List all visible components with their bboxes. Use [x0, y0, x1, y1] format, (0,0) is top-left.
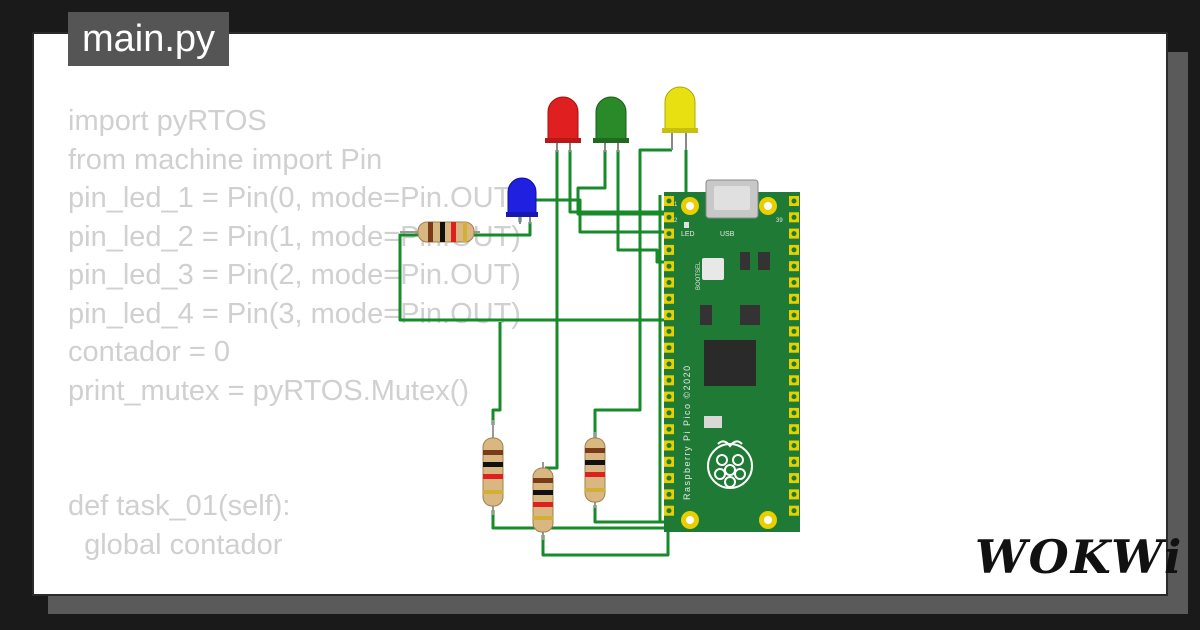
pin-hole [791, 410, 797, 416]
code-line: global contador [68, 528, 283, 561]
code-line: pin_led_1 = Pin(0, mode=Pin.OUT) [68, 182, 521, 214]
pin-hole [791, 443, 797, 448]
silk-usb-label: USB [720, 231, 735, 238]
pin-hole [791, 475, 797, 481]
pin-hole [666, 247, 672, 253]
pin-hole [666, 361, 672, 367]
wire-res1-top [491, 322, 502, 425]
code-line: def task_01(self): [68, 490, 291, 522]
pin-hole [791, 312, 797, 318]
file-tab-main-py[interactable]: main.py [68, 12, 230, 66]
pin-hole [791, 198, 797, 204]
pin-hole [666, 475, 672, 481]
wire-res3-gnd [593, 505, 668, 524]
pin-hole [791, 377, 797, 383]
pin-hole [666, 214, 672, 220]
rp2040-chip [704, 340, 756, 386]
pin-hole [666, 312, 672, 318]
silk-pin-2: 2 [674, 218, 678, 224]
raspberry-pi-pico-board[interactable]: LED USB BOOTSEL Raspberry Pi Pico ©2020 … [664, 179, 800, 532]
pin-hole [666, 491, 672, 497]
pin-hole [666, 394, 672, 400]
pin-hole [791, 280, 797, 285]
bootsel-button[interactable] [702, 258, 724, 280]
pin-hole [666, 410, 672, 416]
pin-hole [791, 231, 797, 237]
silk-bootsel-label: BOOTSEL [696, 261, 702, 290]
resistor-2[interactable] [532, 462, 554, 540]
pin-hole [666, 459, 672, 465]
pin-hole [666, 508, 672, 514]
pin-hole [791, 345, 797, 351]
pin-hole [666, 328, 672, 334]
code-line: import pyRTOS [68, 105, 267, 137]
gpio-pins[interactable] [664, 196, 799, 516]
pin-hole [791, 491, 797, 497]
pin-hole [791, 426, 797, 432]
pin-hole [791, 296, 797, 302]
wire-blue-anode [518, 198, 668, 234]
wires [398, 148, 688, 557]
pin-hole [791, 263, 797, 269]
pin-hole [666, 296, 672, 302]
pin-hole [791, 247, 797, 253]
pin-hole [666, 198, 672, 204]
code-preview: import pyRTOS from machine import Pin pin_… [68, 102, 521, 564]
wire-yellow-anode [668, 150, 688, 200]
resistor-3[interactable] [584, 432, 606, 508]
pin-hole [791, 508, 797, 514]
pin-hole [666, 263, 672, 269]
pin-hole [666, 345, 672, 351]
pin-hole [666, 231, 672, 237]
pin-hole [666, 443, 672, 448]
code-line: pin_led_3 = Pin(2, mode=Pin.OUT) [68, 259, 521, 291]
wire-red-anode [568, 150, 668, 214]
silk-pin-39: 39 [776, 218, 783, 224]
wire-blue-led [398, 222, 668, 322]
pin-hole [666, 377, 672, 383]
wire-res2-gnd [541, 522, 670, 557]
pin-hole [791, 459, 797, 465]
wokwi-logo: WOKWi [975, 530, 1184, 584]
code-line: print_mutex = pyRTOS.Mutex() [68, 374, 470, 407]
led-green[interactable] [593, 96, 629, 152]
pin-hole [791, 214, 797, 220]
code-line: from machine import Pin [68, 143, 383, 176]
resistor-horizontal[interactable] [400, 221, 480, 243]
wire-res1-gnd [491, 510, 668, 530]
pin-hole [666, 426, 672, 432]
silk-board-name: Raspberry Pi Pico ©2020 [682, 364, 692, 500]
code-line: pin_led_4 = Pin(3, mode=Pin.OUT) [68, 297, 521, 330]
pin-hole [791, 361, 797, 367]
pin-hole [666, 280, 672, 285]
code-line: contador = 0 [68, 336, 231, 368]
wire-green-anode [576, 150, 668, 216]
led-red[interactable] [545, 96, 581, 152]
pin-hole [791, 328, 797, 334]
pin-hole [791, 394, 797, 400]
silk-pin-1: 1 [674, 202, 678, 208]
raspberry-logo-icon [707, 440, 753, 489]
resistor-1[interactable] [482, 420, 504, 515]
led-blue[interactable] [506, 177, 538, 224]
silk-led-label: LED [681, 231, 695, 238]
wire-yellow-led [593, 148, 672, 440]
led-yellow[interactable] [662, 86, 698, 150]
wire-red-led [545, 150, 559, 470]
